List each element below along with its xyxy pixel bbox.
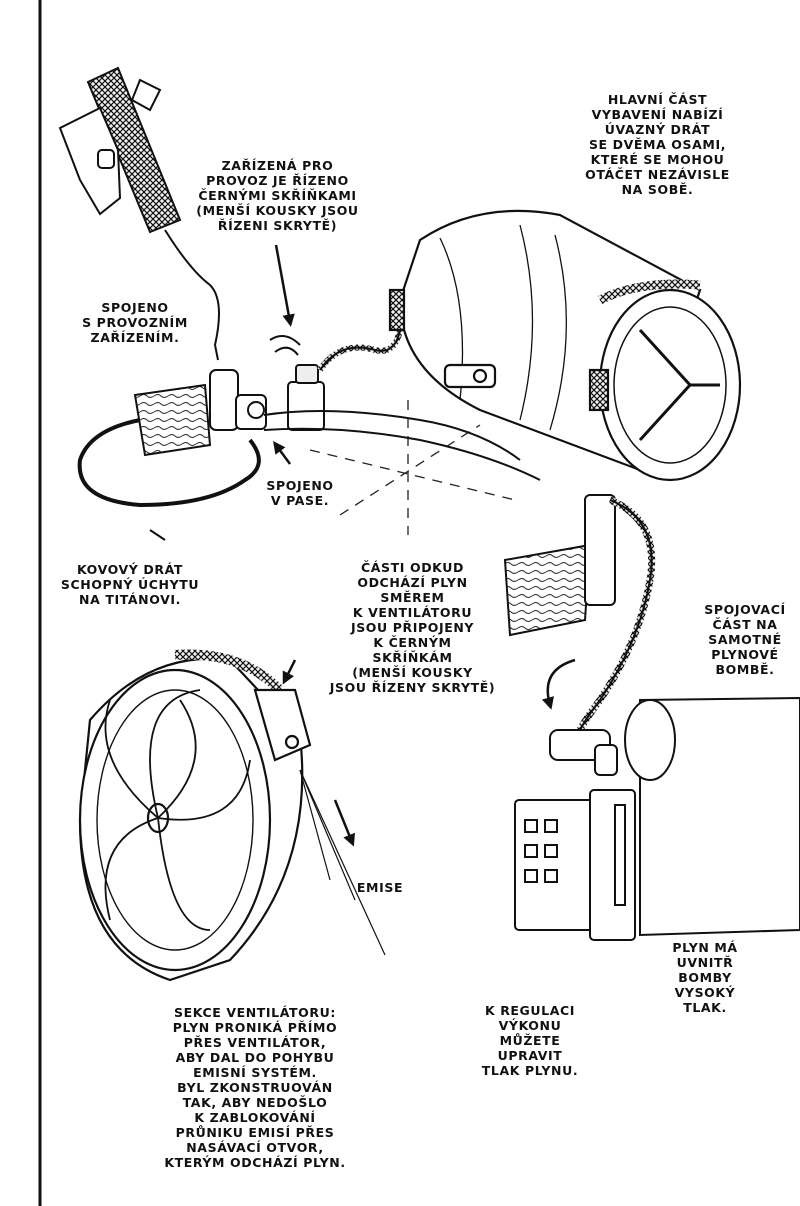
label-regulation: K regulaci výkonu můžete upravit tlak pl… bbox=[481, 1003, 579, 1078]
braided-cable bbox=[77, 418, 261, 508]
left-grip bbox=[133, 369, 267, 457]
black-box bbox=[269, 335, 325, 431]
right-grip bbox=[503, 494, 656, 732]
axis-lines bbox=[309, 400, 516, 535]
emission-lines bbox=[299, 769, 386, 956]
label-connecting-part: Spojovací část na samotné plynové bombě. bbox=[704, 602, 786, 677]
label-fan-section: Sekce ventilátoru: plyn proniká přímo př… bbox=[164, 1005, 346, 1170]
hoses bbox=[263, 329, 541, 481]
arrows bbox=[273, 244, 576, 847]
label-wire: Kovový drát schopný úchytu na Titánovi. bbox=[60, 562, 200, 607]
gas-bottle bbox=[514, 696, 800, 941]
main-tank bbox=[388, 209, 742, 482]
label-emission: Emise bbox=[356, 880, 404, 895]
label-waist: Spojeno v pase. bbox=[266, 478, 334, 508]
handheld-control bbox=[58, 66, 220, 361]
fan-section bbox=[78, 649, 312, 982]
label-connected-device: Spojeno s provozním zařízením. bbox=[82, 300, 188, 345]
label-gas-parts: Části odkud odchází plyn směrem k ventil… bbox=[329, 560, 496, 695]
label-equipment-control: Zařízená pro provoz je řízeno černými sk… bbox=[196, 158, 359, 233]
label-pressure: Plyn má uvnitř bomby vysoký tlak. bbox=[672, 940, 738, 1015]
label-main-part: Hlavní část vybavení nabízí úvazný drát … bbox=[585, 92, 730, 197]
